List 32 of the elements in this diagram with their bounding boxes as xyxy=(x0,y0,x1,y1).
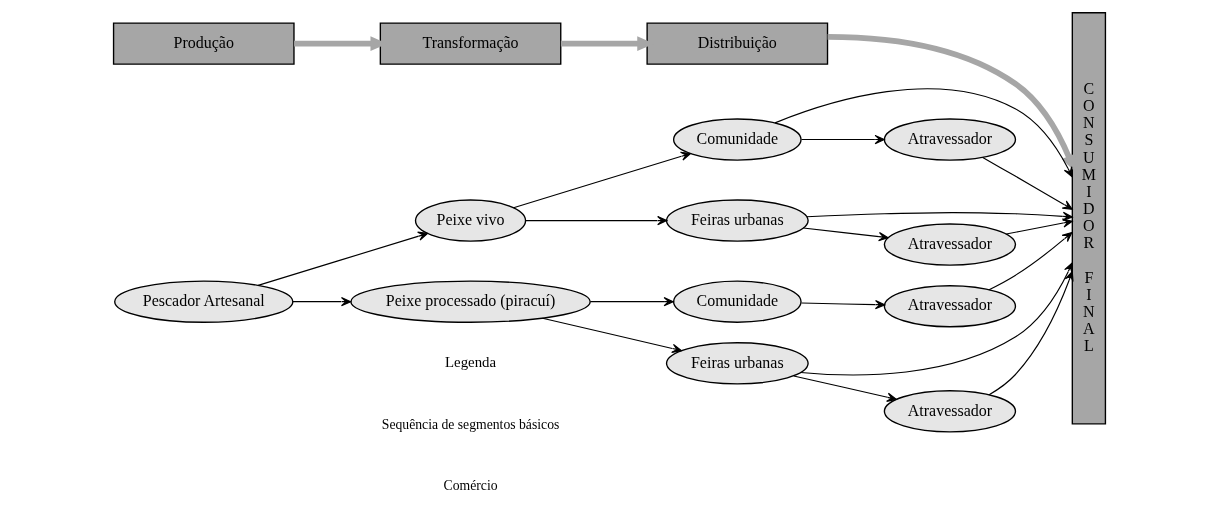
node-ellipse: Peixe processado (piracuí) xyxy=(350,280,591,323)
node-box: Distribuição xyxy=(646,22,829,65)
arrow xyxy=(513,151,692,209)
label: Legenda xyxy=(445,354,497,371)
arrow xyxy=(793,375,897,402)
arrow xyxy=(589,297,674,307)
arrow xyxy=(982,156,1073,210)
arrow xyxy=(292,297,352,307)
legend-label: Sequência de segmentos básicos xyxy=(381,416,560,432)
arrow xyxy=(800,262,1073,376)
node-ellipse: Comunidade xyxy=(672,280,802,323)
arrow xyxy=(774,88,1073,178)
arrow xyxy=(988,271,1074,396)
legend-label: Comércio xyxy=(443,478,498,494)
node-ellipse: Atravessador xyxy=(883,223,1017,266)
arrow xyxy=(827,33,1076,172)
node-box: CONSUMIDOR FINAL xyxy=(1071,12,1107,425)
arrow xyxy=(257,231,429,286)
node-ellipse: Feiras urbanas xyxy=(665,199,809,242)
arrow xyxy=(801,300,886,310)
arrow xyxy=(524,215,668,226)
arrow xyxy=(806,211,1073,222)
node-box: Produção xyxy=(112,22,295,65)
arrow xyxy=(802,227,889,242)
arrow xyxy=(542,317,683,354)
node-ellipse: Pescador Artesanal xyxy=(114,280,294,323)
node-ellipse: Atravessador xyxy=(883,118,1017,161)
node-ellipse: Atravessador xyxy=(883,285,1017,328)
arrow xyxy=(1005,218,1073,235)
node-box: Transformação xyxy=(379,22,562,65)
arrow xyxy=(801,134,885,145)
arrow xyxy=(988,232,1073,291)
